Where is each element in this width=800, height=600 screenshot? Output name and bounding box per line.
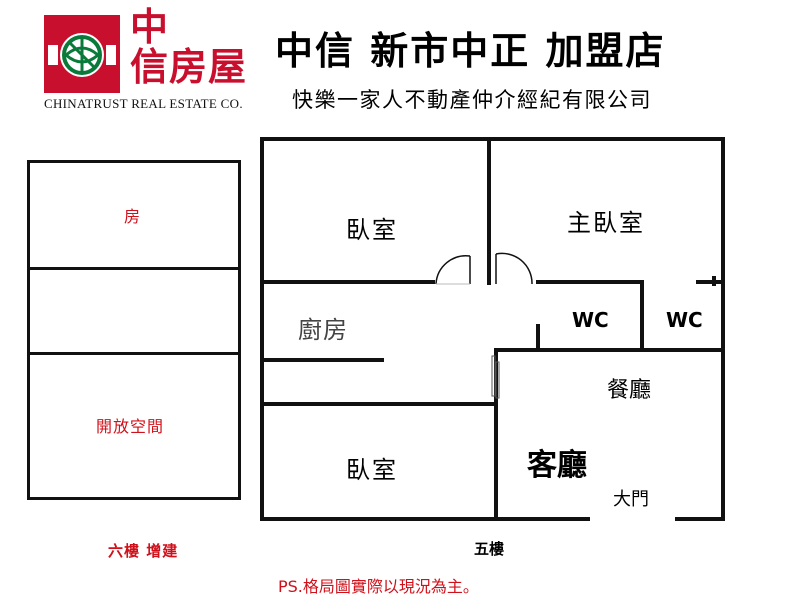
floor6-open-space (27, 352, 241, 500)
floor6-open-space-label: 開放空間 (96, 417, 165, 436)
wall-bottom-left (260, 517, 590, 521)
logo-mark (44, 15, 120, 93)
wall-right (721, 137, 725, 521)
wall-stub (712, 276, 716, 286)
wall-master-bottom (536, 280, 644, 284)
floor5-caption: 五樓 (474, 540, 505, 558)
floor6-middle (27, 267, 241, 355)
wall-wc-divider (640, 280, 644, 352)
room-dining: 餐廳 (607, 378, 652, 403)
sliding-door-icon (491, 355, 500, 399)
logo-name-line2: 信房屋 (130, 44, 248, 89)
room-wc1: WC (572, 308, 609, 332)
room-living: 客廳 (527, 448, 587, 483)
floor6-room-label: 房 (124, 207, 141, 226)
wall-living-left (494, 348, 498, 521)
main-door-label: 大門 (613, 489, 649, 510)
room-bedroom-bottom: 臥室 (346, 456, 398, 484)
page-subtitle: 快樂一家人不動產仲介經紀有限公司 (292, 88, 652, 112)
wall-master-bottom-r (696, 280, 725, 284)
disclaimer-note: PS.格局圖實際以現況為主。 (278, 577, 479, 596)
kitchen-counter (260, 358, 384, 362)
door-swing-icon (495, 252, 533, 285)
page-title: 中信 新市中正 加盟店 (275, 28, 666, 73)
door-swing-icon (435, 254, 471, 285)
wall-bottom-right (675, 517, 725, 521)
wall-top (260, 137, 725, 141)
wall-bedroom-divider (487, 137, 491, 285)
logo-name-line1: 中 (130, 4, 170, 49)
room-master-bedroom: 主臥室 (567, 209, 645, 237)
wall-wc1-left (536, 324, 540, 352)
floor6-caption: 六樓 增建 (108, 542, 179, 560)
globe-icon (48, 33, 116, 77)
wall-bedroom-bottom (260, 280, 435, 284)
wall-bedroom2-top (260, 402, 498, 406)
logo-english: CHINATRUST REAL ESTATE CO. (44, 96, 243, 111)
room-bedroom-top: 臥室 (346, 216, 398, 244)
wall-wc-bottom (494, 348, 725, 352)
room-kitchen: 廚房 (298, 316, 348, 344)
wall-left (260, 137, 264, 521)
room-wc2: WC (666, 308, 703, 332)
